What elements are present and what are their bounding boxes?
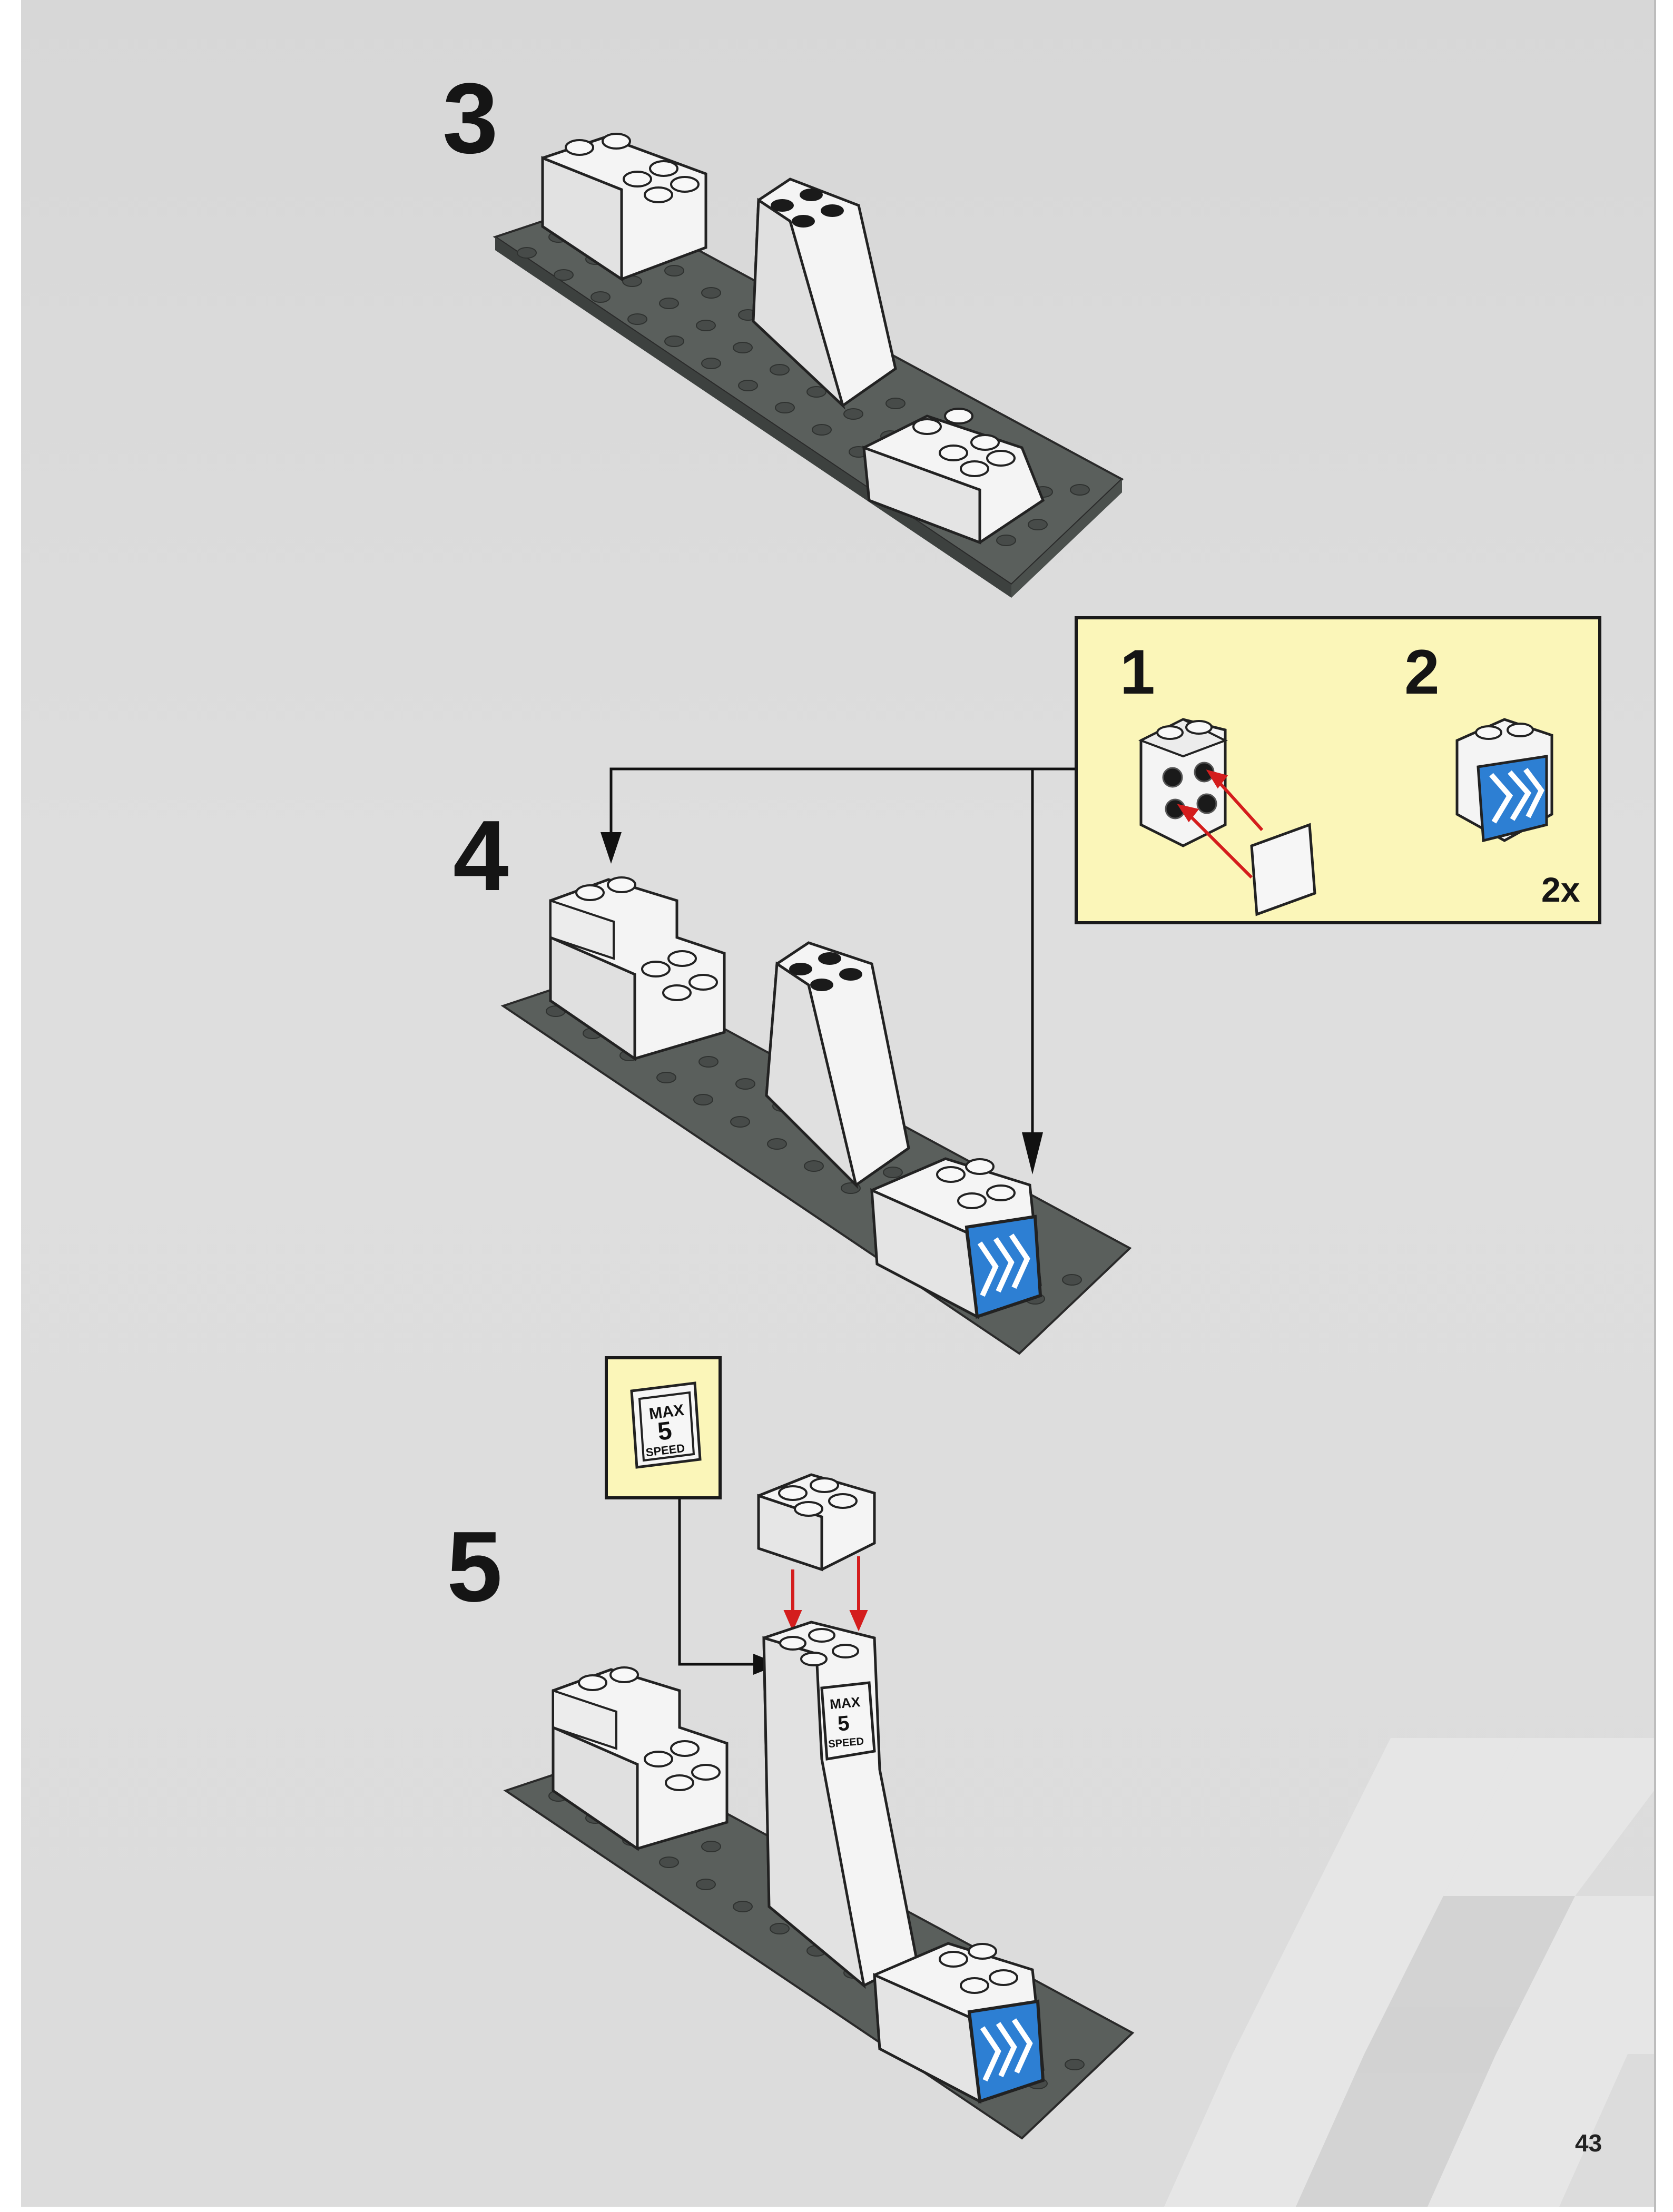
step-number-5: 5 bbox=[447, 1517, 503, 1617]
tower-sign-text-number: 5 bbox=[836, 1712, 850, 1736]
step-5-model: MAX 5 SPEED bbox=[506, 1622, 1164, 2122]
right-slope-bricks-with-sign bbox=[874, 1943, 1043, 2101]
page-edge bbox=[1654, 0, 1656, 2212]
tower-sign-text-max: MAX bbox=[829, 1694, 861, 1712]
new-2x2-brick bbox=[748, 1464, 906, 1633]
page-number: 43 bbox=[1575, 2129, 1602, 2157]
instruction-page: 3 bbox=[21, 0, 1654, 2207]
